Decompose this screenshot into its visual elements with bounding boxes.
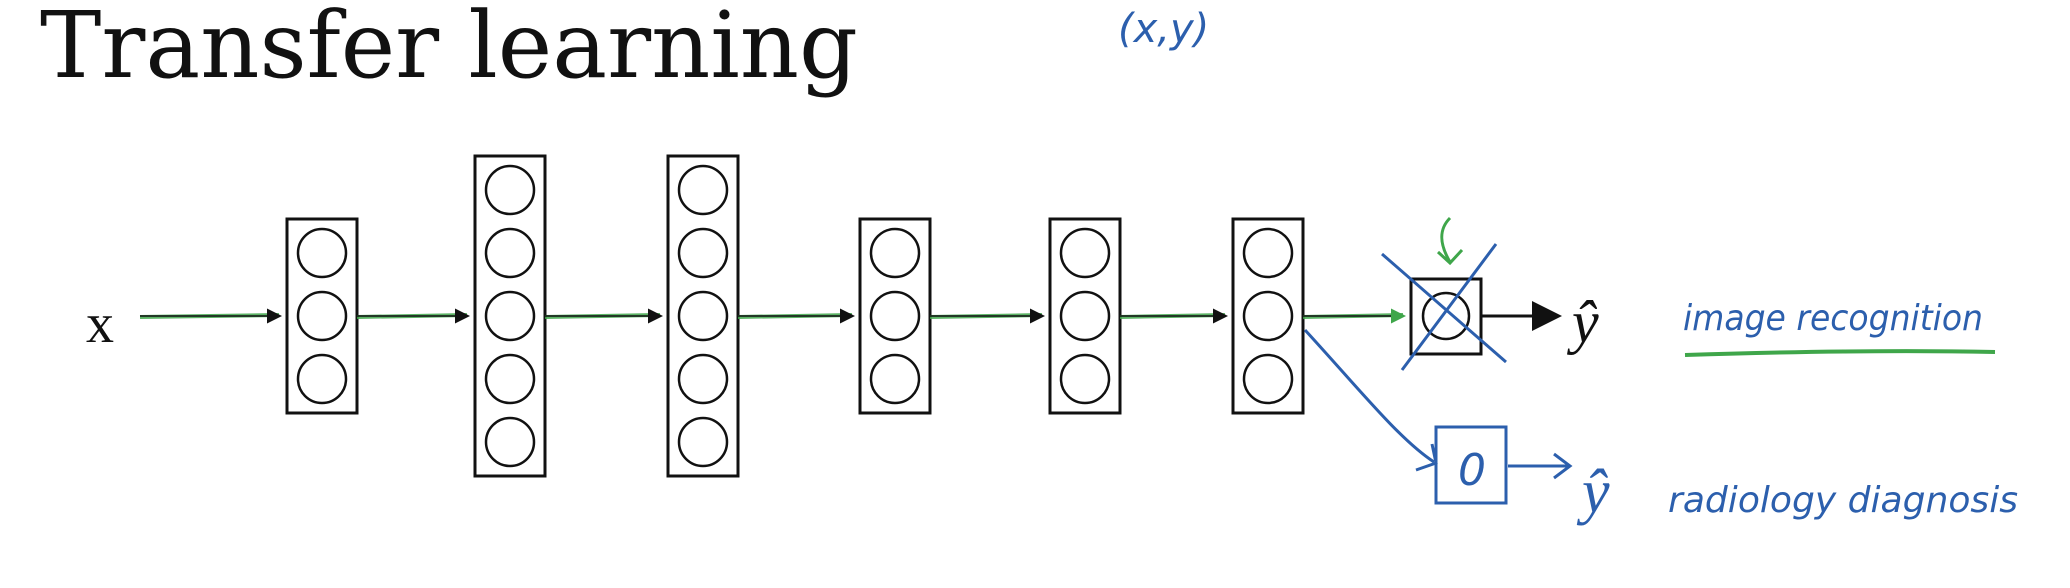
layer-hidden-3 [666, 154, 740, 478]
neuron [1059, 227, 1111, 279]
neuron [677, 227, 729, 279]
layer-hidden-5 [1048, 217, 1122, 415]
layer-hidden-2 [473, 154, 547, 478]
neuron [1059, 290, 1111, 342]
neuron [677, 290, 729, 342]
neuron [1242, 290, 1294, 342]
new-output-box [1434, 425, 1508, 505]
layer-hidden-4 [858, 217, 932, 415]
neuron [484, 290, 536, 342]
hidden-layers [285, 154, 1305, 478]
neuron [869, 290, 921, 342]
layer-connections [139, 308, 1406, 324]
neuron [484, 164, 536, 216]
new-output-arrow [1508, 452, 1573, 480]
neuron [1242, 227, 1294, 279]
neuron [296, 227, 348, 279]
new-task-label: radiology diagnosis [1668, 480, 2018, 521]
neuron [484, 353, 536, 405]
layer-hidden-1 [285, 217, 359, 415]
output-neuron [1421, 291, 1471, 341]
output-label: ŷ [1566, 289, 1599, 355]
new-branch-arrow [1303, 328, 1435, 464]
new-output-label: ŷ [1576, 458, 1610, 526]
annotation-xy: (x,y) [1118, 6, 1209, 52]
old-task-underline [1684, 349, 1996, 357]
neuron [869, 353, 921, 405]
neuron [296, 290, 348, 342]
new-weights-arrow [1436, 216, 1464, 266]
neuron [677, 164, 729, 216]
input-label: x [86, 293, 114, 355]
new-output-node-label: 0 [1458, 445, 1486, 496]
neuron [677, 416, 729, 468]
output-layer [1381, 216, 1507, 371]
cross-out-mark [1381, 243, 1507, 371]
neuron [484, 227, 536, 279]
neuron [296, 353, 348, 405]
page-title: Transfer learning [40, 0, 858, 99]
neuron [1242, 353, 1294, 405]
old-task-label: image recognition [1683, 298, 1983, 339]
neuron [484, 416, 536, 468]
neuron [869, 227, 921, 279]
neuron [677, 353, 729, 405]
layer-hidden-6 [1231, 217, 1305, 415]
neuron [1059, 353, 1111, 405]
